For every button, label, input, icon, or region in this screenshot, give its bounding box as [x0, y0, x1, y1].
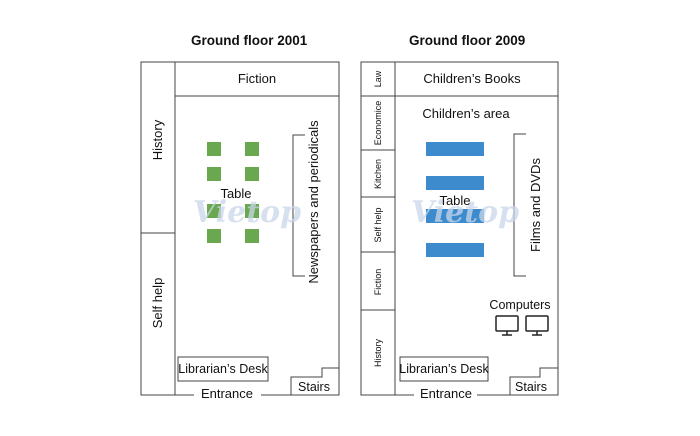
plan-2009 [360, 61, 559, 396]
section-economice: Economice [373, 101, 383, 146]
plan-2001 [140, 61, 340, 396]
shelf-newspapers: Newspapers and periodicals [306, 120, 321, 284]
stairs-2001: Stairs [298, 380, 330, 394]
section-selfhelp: Self help [373, 207, 383, 242]
section-kitchen: Kitchen [373, 159, 383, 189]
table-bar [426, 142, 484, 156]
room-selfhelp-2001: Self help [150, 278, 165, 329]
table-square [207, 204, 221, 218]
tables-2009 [426, 142, 484, 257]
table-square [245, 204, 259, 218]
computer-icon [495, 315, 519, 336]
table-square [245, 229, 259, 243]
room-fiction-2001: Fiction [238, 71, 276, 86]
entrance-2001: Entrance [201, 386, 253, 401]
section-history: History [373, 339, 383, 368]
watermark-logo: Vietop [411, 195, 519, 230]
table-square [245, 167, 259, 181]
table-label-2009: Table [439, 193, 470, 208]
table-bar [426, 243, 484, 257]
room-childrens-area: Children’s area [422, 106, 510, 121]
table-square [207, 229, 221, 243]
section-law: Law [373, 70, 383, 87]
table-square [207, 142, 221, 156]
table-bar [426, 176, 484, 190]
librarian-desk-2009: Librarian’s Desk [399, 362, 489, 376]
librarian-desk-2001: Librarian’s Desk [178, 362, 268, 376]
shelf-films-dvds: Films and DVDs [528, 158, 543, 252]
table-square [245, 142, 259, 156]
computers-label: Computers [489, 298, 550, 312]
table-square [207, 167, 221, 181]
entrance-2009: Entrance [420, 386, 472, 401]
stairs-2009: Stairs [515, 380, 547, 394]
tables-2001 [207, 142, 259, 243]
table-label-2001: Table [220, 186, 251, 201]
plan-2009-title: Ground floor 2009 [409, 33, 526, 48]
section-fiction: Fiction [373, 269, 383, 296]
room-childrens-books: Children’s Books [423, 71, 521, 86]
plan-2001-title: Ground floor 2001 [191, 33, 308, 48]
computer-icon [525, 315, 549, 336]
watermark-logo: Vietop [193, 195, 301, 230]
table-bar [426, 209, 484, 223]
room-history-2001: History [150, 119, 165, 160]
